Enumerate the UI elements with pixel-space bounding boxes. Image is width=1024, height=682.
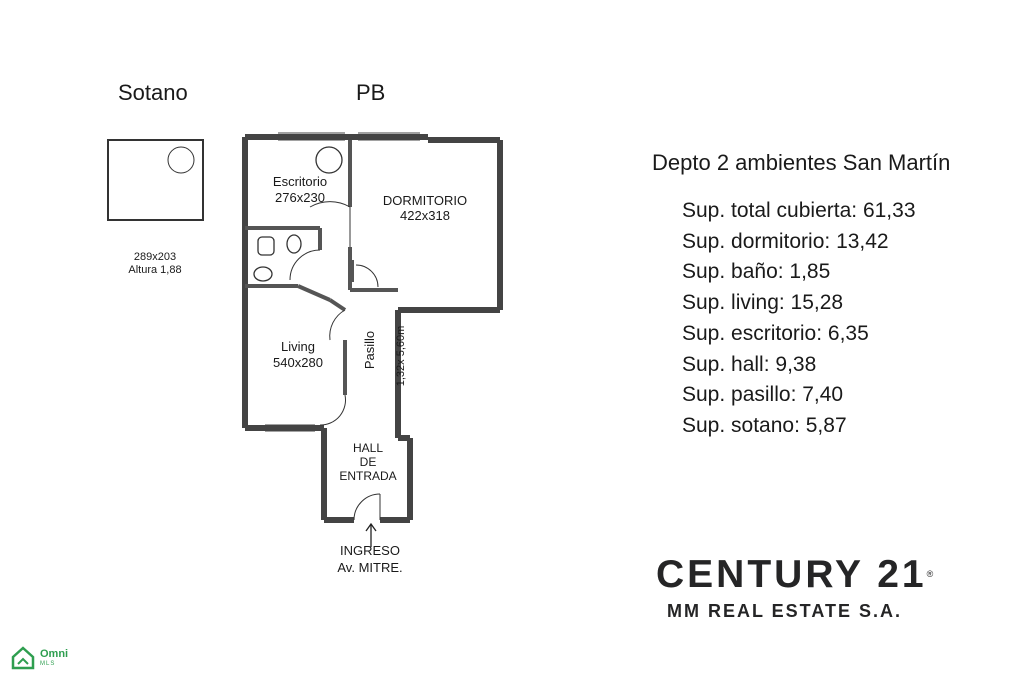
summary-row: Sup. sotano: 5,87 [682, 413, 847, 437]
hall-label-line2: DE [360, 455, 377, 469]
escritorio-skylight-icon [315, 146, 343, 174]
brand-subtitle: MM REAL ESTATE S.A. [667, 601, 903, 621]
escritorio-size: 276x230 [275, 190, 325, 205]
toilet-icon [286, 234, 302, 254]
house-icon [11, 646, 35, 670]
hall-label-line3: ENTRADA [339, 469, 396, 483]
basement-outline [107, 139, 204, 221]
watermark-line2: MLS [40, 660, 56, 667]
registered-mark: ® [926, 569, 934, 579]
summary-row: Sup. living: 15,28 [682, 291, 844, 315]
basement-title: Sotano [118, 80, 188, 105]
living-label: Living [281, 339, 315, 354]
watermark-line1: Omni [40, 647, 69, 660]
area-summary: Depto 2 ambientes San Martín Sup. total … [652, 150, 950, 442]
basement-skylight-icon [167, 146, 195, 174]
floor-plan: 289x203 Altura 1,88 Escritorio 276x230 D… [107, 132, 503, 575]
escritorio-label: Escritorio [273, 174, 327, 189]
summary-row: Sup. dormitorio: 13,42 [682, 229, 889, 253]
entrance-street: Av. MITRE. [337, 560, 402, 575]
dormitorio-label: DORMITORIO [383, 193, 467, 208]
living-size: 540x280 [273, 355, 323, 370]
door-swings [289, 201, 381, 521]
summary-row: Sup. hall: 9,38 [682, 352, 817, 376]
hall-label-line1: HALL [353, 441, 383, 455]
dormitorio-size: 422x318 [400, 208, 450, 223]
summary-heading: Depto 2 ambientes San Martín [652, 150, 951, 175]
brand-logo: CENTURY 21® MM REAL ESTATE S.A. [656, 553, 933, 622]
outer-walls [242, 134, 503, 523]
summary-row: Sup. escritorio: 6,35 [682, 321, 869, 345]
pasillo-label: Pasillo [362, 331, 377, 369]
brand-name: CENTURY 21 [656, 553, 927, 596]
interior-walls [245, 140, 398, 395]
summary-row: Sup. baño: 1,85 [682, 260, 831, 284]
bidet-icon [257, 236, 275, 256]
omni-mls-watermark: Omni MLS [10, 645, 68, 671]
sink-icon [253, 266, 273, 282]
basement-height: Altura 1,88 [128, 264, 181, 276]
entrance-arrowhead-icon [365, 522, 377, 532]
basement-size: 289x203 [134, 251, 176, 263]
summary-row: Sup. total cubierta: 61,33 [682, 199, 916, 222]
ground-floor-title: PB [356, 80, 386, 105]
windows [265, 132, 420, 432]
entrance-label: INGRESO [340, 543, 400, 558]
summary-row: Sup. pasillo: 7,40 [682, 383, 844, 407]
pasillo-size: 1,32x 5,60m [395, 326, 407, 387]
